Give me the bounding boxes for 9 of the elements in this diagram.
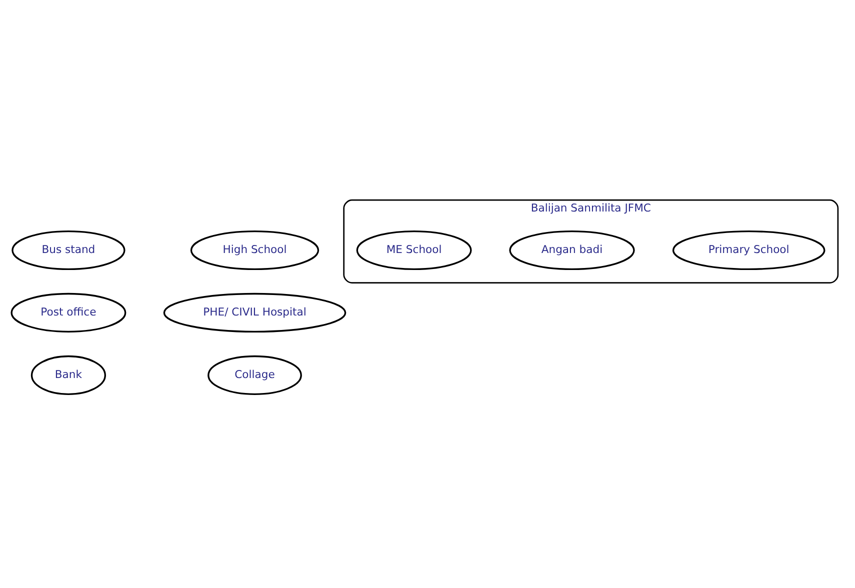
node-ellipse: Collage — [208, 354, 302, 394]
node-ellipse: Post office — [10, 292, 126, 332]
node-ellipse: Angan badi — [509, 230, 635, 270]
node-ellipse: ME School — [356, 230, 472, 270]
node-ellipse: PHE/ CIVIL Hospital — [163, 292, 346, 332]
node-ellipse: Bank — [30, 354, 106, 394]
node-ellipse: Primary School — [672, 230, 826, 270]
node-ellipse: Bus stand — [12, 230, 126, 270]
node-ellipse: High School — [190, 230, 320, 270]
